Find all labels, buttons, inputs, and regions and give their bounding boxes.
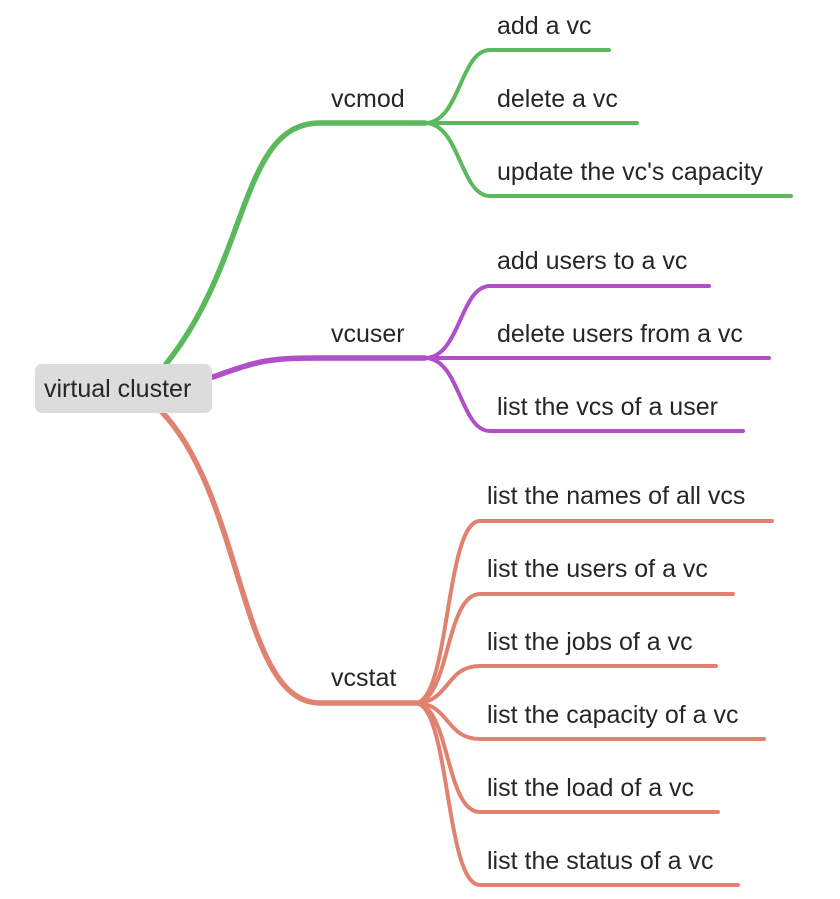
edge-root-vcuser <box>210 355 428 380</box>
edge-vcmod-child-0 <box>423 48 611 125</box>
leaf-vcstat-3[interactable]: list the capacity of a vc <box>487 701 739 729</box>
leaf-vcmod-0[interactable]: add a vc <box>497 12 592 40</box>
leaf-vcmod-2[interactable]: update the vc's capacity <box>497 158 764 186</box>
branch-label-vcstat[interactable]: vcstat <box>331 664 396 692</box>
leaf-vcuser-2[interactable]: list the vcs of a user <box>497 393 718 421</box>
root-node-box <box>35 364 212 413</box>
edge-root-vcmod <box>163 120 428 367</box>
leaf-vcstat-2[interactable]: list the jobs of a vc <box>487 628 693 656</box>
edge-vcstat-child-5 <box>413 701 740 887</box>
root-node-label: virtual cluster <box>44 375 191 403</box>
edge-vcuser-child-2 <box>423 356 745 433</box>
edge-vcuser-child-0 <box>423 284 711 360</box>
edge-vcstat-child-3 <box>413 701 766 741</box>
branch-label-vcmod[interactable]: vcmod <box>331 85 405 113</box>
leaf-vcuser-1[interactable]: delete users from a vc <box>497 320 743 348</box>
edge-vcstat-child-0 <box>413 519 774 705</box>
edge-vcmod-child-2 <box>423 121 793 198</box>
leaf-vcstat-1[interactable]: list the users of a vc <box>487 555 708 583</box>
leaf-vcstat-4[interactable]: list the load of a vc <box>487 774 694 802</box>
edge-vcstat-child-2 <box>413 664 718 705</box>
leaf-vcuser-0[interactable]: add users to a vc <box>497 247 687 275</box>
root-node[interactable]: virtual cluster <box>35 364 212 413</box>
edge-root-vcstat <box>159 409 423 706</box>
leaf-vcmod-1[interactable]: delete a vc <box>497 85 618 113</box>
edge-vcstat-child-1 <box>413 592 735 705</box>
branch-label-vcuser[interactable]: vcuser <box>331 320 405 348</box>
leaf-vcstat-0[interactable]: list the names of all vcs <box>487 482 745 510</box>
leaf-vcstat-5[interactable]: list the status of a vc <box>487 847 714 875</box>
